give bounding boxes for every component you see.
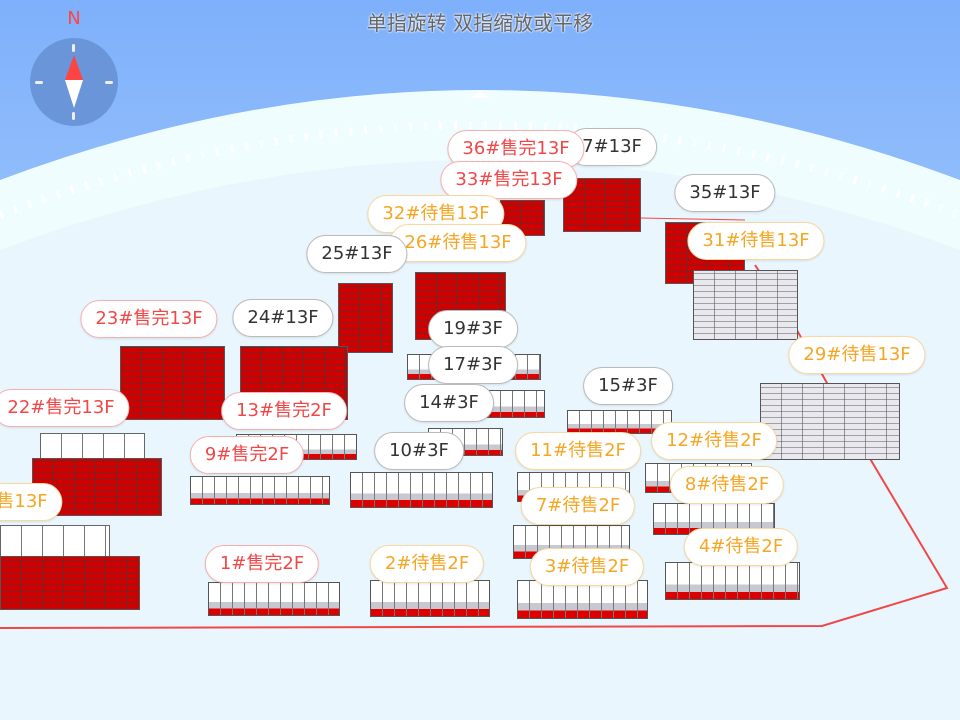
- building-label[interactable]: 24#13F: [232, 299, 334, 337]
- building-label[interactable]: 35#13F: [674, 174, 776, 212]
- building-21[interactable]: [0, 556, 140, 610]
- building-label[interactable]: 29#待售13F: [788, 336, 926, 374]
- building-label[interactable]: 9#售完2F: [189, 436, 305, 474]
- building-label[interactable]: 4#待售2F: [683, 528, 799, 566]
- compass-button[interactable]: N: [30, 8, 118, 126]
- building-9[interactable]: [190, 476, 330, 505]
- building-21-roof: [0, 525, 110, 557]
- building-label[interactable]: 2#待售2F: [369, 545, 485, 583]
- building-label[interactable]: 13#售完2F: [221, 392, 347, 430]
- building-label[interactable]: 25#13F: [306, 235, 408, 273]
- compass-needle-icon: [35, 44, 113, 120]
- building-31b[interactable]: [693, 270, 798, 340]
- building-23[interactable]: [120, 346, 225, 420]
- building-label[interactable]: 23#售完13F: [80, 300, 218, 338]
- building-label[interactable]: 3#待售2F: [529, 548, 645, 586]
- building-label[interactable]: 22#售完13F: [0, 389, 130, 427]
- building-label[interactable]: 10#3F: [374, 432, 464, 470]
- building-label[interactable]: 33#售完13F: [440, 161, 578, 199]
- building-4[interactable]: [665, 562, 800, 600]
- north-label: N: [67, 8, 81, 29]
- building-label[interactable]: 17#3F: [428, 346, 518, 384]
- building-1[interactable]: [208, 582, 340, 616]
- building-7[interactable]: [563, 178, 641, 232]
- building-10[interactable]: [350, 472, 493, 508]
- building-label[interactable]: 19#3F: [428, 310, 518, 348]
- building-label[interactable]: 11#待售2F: [515, 432, 641, 470]
- building-label[interactable]: 售13F: [0, 483, 63, 521]
- building-label[interactable]: 8#待售2F: [669, 466, 785, 504]
- building-22-roof: [40, 433, 145, 459]
- building-label[interactable]: 26#待售13F: [389, 224, 527, 262]
- building-label[interactable]: 1#售完2F: [204, 545, 320, 583]
- building-label[interactable]: 12#待售2F: [651, 422, 777, 460]
- building-25[interactable]: [338, 283, 393, 353]
- building-label[interactable]: 14#3F: [404, 384, 494, 422]
- building-15[interactable]: [567, 410, 672, 434]
- building-label[interactable]: 31#待售13F: [687, 222, 825, 260]
- building-2[interactable]: [370, 580, 490, 617]
- building-29[interactable]: [760, 383, 900, 460]
- building-label[interactable]: 15#3F: [583, 367, 673, 405]
- building-label[interactable]: 7#待售2F: [520, 487, 636, 525]
- gesture-hint: 单指旋转 双指缩放或平移: [366, 11, 594, 35]
